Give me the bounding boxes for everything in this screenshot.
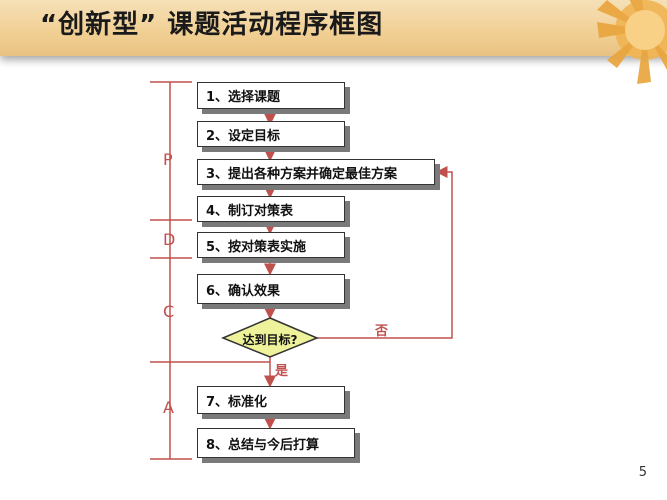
step-box-7: 7、标准化	[197, 386, 345, 414]
step-box-2: 2、设定目标	[197, 121, 345, 147]
page-title: “创新型” 课题活动程序框图	[40, 10, 384, 40]
page-number: 5	[638, 465, 647, 480]
step-box-4: 4、制订对策表	[197, 196, 345, 222]
title-bar: “创新型” 课题活动程序框图	[0, 0, 667, 84]
phase-label-d: D	[163, 230, 176, 249]
yes-label: 是	[275, 364, 289, 379]
step-box-5: 5、按对策表实施	[197, 232, 345, 258]
decision-label: 达到目标?	[242, 333, 298, 347]
phase-label-a: A	[163, 398, 174, 417]
phase-label-p: P	[163, 150, 173, 169]
step-box-8: 8、总结与今后打算	[197, 428, 355, 458]
step-box-6: 6、确认效果	[197, 274, 345, 304]
step-box-3: 3、提出各种方案并确定最佳方案	[197, 159, 435, 185]
phase-label-c: C	[163, 302, 175, 321]
sun-decoration-icon	[597, 0, 667, 84]
decision-diamond	[221, 317, 319, 358]
step-box-1: 1、选择课题	[197, 82, 345, 109]
no-label: 否	[375, 324, 389, 339]
feedback-loop-no	[316, 166, 453, 339]
